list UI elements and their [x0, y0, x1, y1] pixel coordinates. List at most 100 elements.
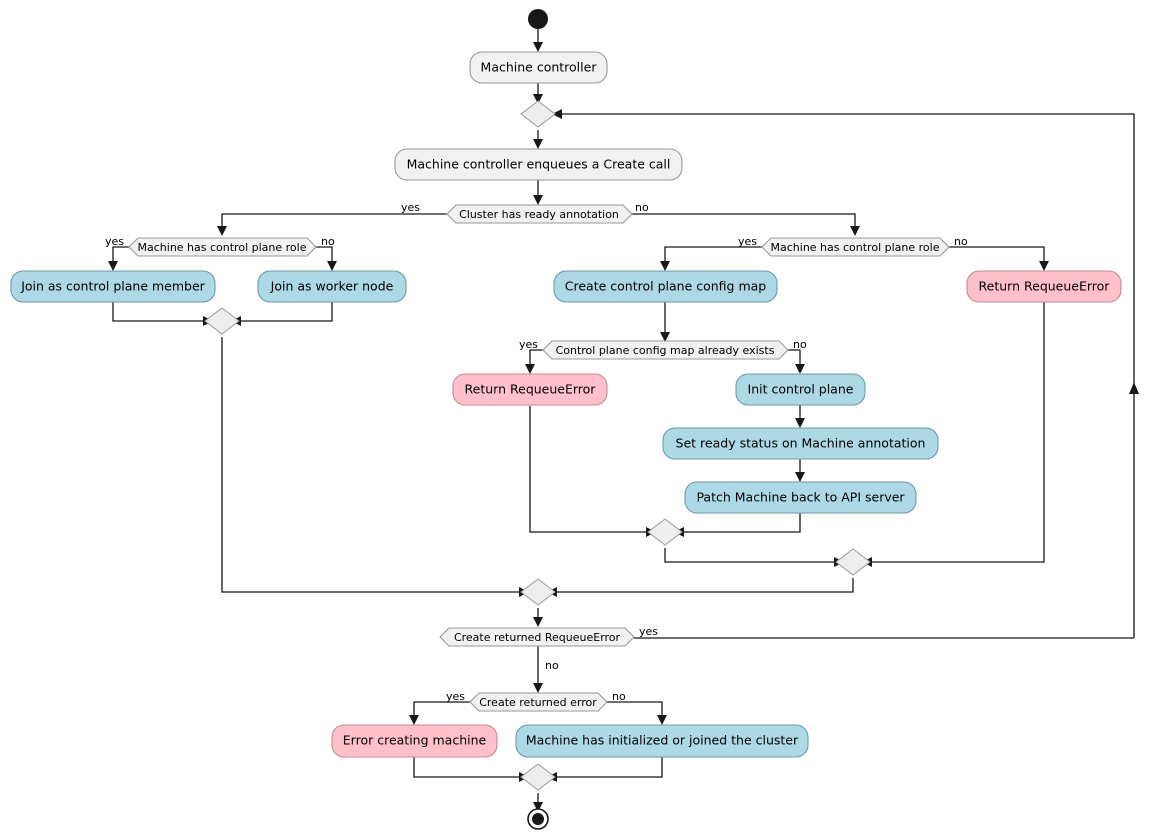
- node-patch-machine-label: Patch Machine back to API server: [696, 490, 905, 505]
- arrowhead-create-configmap-to-exists-decision: [660, 332, 670, 342]
- node-return-requeue-error-right-label: Return RequeueError: [979, 279, 1111, 294]
- edge-cluster-yes-to-left-role: [221, 213, 447, 230]
- node-patch-machine[interactable]: Patch Machine back to API server: [684, 481, 917, 514]
- edge-mid-merge-to-lower-right-merge: [664, 548, 838, 563]
- decision-create-returned-error-label: Create returned error: [479, 696, 597, 709]
- edge-configmap-yes-to-return-requeue-mid: [529, 349, 543, 368]
- arrowhead-start-to-machine-controller: [533, 42, 543, 52]
- edge-label-requeue-no: no: [545, 659, 559, 672]
- decision-cluster-has-ready-annotation-label: Cluster has ready annotation: [459, 208, 619, 221]
- node-enqueues-create-call[interactable]: Machine controller enqueues a Create cal…: [394, 148, 683, 181]
- merge-diamond-left-join: [204, 307, 240, 335]
- decision-machine-has-control-plane-role-right-label: Machine has control plane role: [771, 241, 940, 254]
- node-patch-machine-shape: [684, 481, 917, 514]
- edge-right-role-no-to-return-requeue-right: [949, 246, 1045, 265]
- node-return-requeue-error-mid[interactable]: Return RequeueError: [452, 373, 608, 406]
- node-set-ready-status-shape: [662, 427, 939, 460]
- merge-diamond-right-branch: [835, 548, 871, 576]
- node-machine-initialized-or-joined[interactable]: Machine has initialized or joined the cl…: [515, 724, 809, 758]
- node-error-creating-machine[interactable]: Error creating machine: [331, 724, 498, 758]
- edge-configmap-no-to-init-control-plane: [788, 349, 801, 368]
- arrowhead-set-ready-to-patch-machine: [795, 472, 805, 482]
- decision-cluster-has-ready-annotation-shape: [446, 204, 633, 224]
- edge-machine-initialized-to-final-merge: [553, 757, 663, 778]
- decision-create-returned-requeue-error-shape: [439, 627, 635, 647]
- node-join-control-plane-member-shape: [10, 270, 216, 303]
- edge-error-creating-machine-to-final-merge: [413, 757, 523, 778]
- edge-right-role-yes-to-create-configmap: [664, 246, 762, 265]
- node-join-worker-node-shape: [257, 270, 407, 303]
- decision-config-map-already-exists-label: Control plane config map already exists: [556, 344, 775, 357]
- node-machine-initialized-or-joined-label: Machine has initialized or joined the cl…: [526, 733, 799, 748]
- arrowhead-requeue-no-to-error-decision: [533, 683, 543, 693]
- node-machine-initialized-or-joined-shape: [515, 724, 809, 758]
- edge-label-left-role-yes: yes: [105, 235, 124, 248]
- end-node: [532, 813, 544, 825]
- decision-create-returned-error-shape: [469, 692, 608, 712]
- node-return-requeue-error-right-shape: [966, 270, 1122, 303]
- node-machine-controller-label: Machine controller: [481, 60, 598, 75]
- node-init-control-plane[interactable]: Init control plane: [735, 373, 866, 406]
- edge-label-requeue-yes: yes: [639, 625, 658, 638]
- merge-diamond-bottom: [520, 578, 556, 606]
- decision-create-returned-requeue-error[interactable]: Create returned RequeueError: [439, 627, 635, 647]
- edge-label-configmap-no: no: [793, 338, 807, 351]
- edge-label-right-role-yes: yes: [738, 235, 757, 248]
- decision-create-returned-error[interactable]: Create returned error: [469, 692, 608, 712]
- edge-return-requeue-right-to-lower-right-merge: [868, 302, 1045, 563]
- node-error-creating-machine-label: Error creating machine: [343, 733, 487, 748]
- decision-create-returned-requeue-error-label: Create returned RequeueError: [454, 631, 621, 644]
- node-create-control-plane-config-map[interactable]: Create control plane config map: [553, 270, 778, 303]
- arrowhead-cluster-no-to-right-role: [850, 226, 860, 236]
- arrowhead-cluster-yes-to-left-role: [217, 226, 227, 236]
- arrowhead-init-cp-to-set-ready: [795, 418, 805, 428]
- node-set-ready-status[interactable]: Set ready status on Machine annotation: [662, 427, 939, 460]
- decision-cluster-has-ready-annotation[interactable]: Cluster has ready annotation: [446, 204, 633, 224]
- arrowhead-left-role-no-to-join-worker: [327, 261, 337, 271]
- edge-label-cluster-no: no: [635, 201, 649, 214]
- node-return-requeue-error-mid-label: Return RequeueError: [465, 382, 597, 397]
- edge-patch-machine-to-mid-merge: [680, 513, 801, 533]
- edge-join-worker-to-left-merge: [237, 302, 333, 322]
- edge-return-requeue-mid-to-mid-merge: [529, 406, 650, 533]
- edge-left-role-no-to-join-worker: [316, 246, 333, 265]
- edge-label-right-role-no: no: [954, 235, 968, 248]
- node-join-worker-node-label: Join as worker node: [270, 279, 394, 294]
- edge-left-merge-to-bottom-merge: [221, 337, 523, 593]
- decision-machine-has-control-plane-role-left[interactable]: Machine has control plane role: [128, 237, 317, 257]
- arrowhead-final-merge-to-end-node: [533, 802, 543, 812]
- edge-layer: [108, 29, 1139, 812]
- edge-lower-right-merge-to-bottom-merge: [553, 578, 854, 593]
- node-join-control-plane-member-label: Join as control plane member: [20, 279, 205, 294]
- arrowhead-loopback-midpoint: [1129, 382, 1139, 394]
- edge-error-yes-to-error-creating-machine: [413, 701, 470, 719]
- decision-machine-has-control-plane-role-left-label: Machine has control plane role: [138, 241, 307, 254]
- edge-label-error-yes: yes: [446, 690, 465, 703]
- edge-label-configmap-yes: yes: [519, 338, 538, 351]
- decision-machine-has-control-plane-role-right-shape: [761, 237, 950, 257]
- arrowhead-bottom-merge-to-requeue-decision: [533, 617, 543, 627]
- arrowhead-left-role-yes-to-join-cp: [108, 261, 118, 271]
- node-create-control-plane-config-map-shape: [553, 270, 778, 303]
- arrowhead-configmap-yes-to-return-requeue-mid: [525, 364, 535, 374]
- decision-config-map-already-exists[interactable]: Control plane config map already exists: [542, 340, 789, 360]
- decision-machine-has-control-plane-role-right[interactable]: Machine has control plane role: [761, 237, 950, 257]
- node-join-control-plane-member[interactable]: Join as control plane member: [10, 270, 216, 303]
- node-error-creating-machine-shape: [331, 724, 498, 758]
- node-machine-controller[interactable]: Machine controller: [469, 51, 608, 84]
- merge-diamond-top: [520, 100, 556, 128]
- edge-cluster-no-to-right-role: [632, 213, 856, 230]
- arrowhead-right-role-yes-to-create-configmap: [660, 261, 670, 271]
- arrowhead-enqueue-to-cluster-decision: [533, 195, 543, 205]
- node-join-worker-node[interactable]: Join as worker node: [257, 270, 407, 303]
- decision-config-map-already-exists-shape: [542, 340, 789, 360]
- arrowhead-right-role-no-to-return-requeue-right: [1039, 261, 1049, 271]
- edge-label-left-role-no: no: [321, 235, 335, 248]
- merge-diamond-config-branch: [647, 518, 683, 546]
- merge-diamond-final: [520, 763, 556, 791]
- decision-machine-has-control-plane-role-left-shape: [128, 237, 317, 257]
- node-return-requeue-error-right[interactable]: Return RequeueError: [966, 270, 1122, 303]
- arrowhead-top-merge-to-enqueue: [533, 139, 543, 149]
